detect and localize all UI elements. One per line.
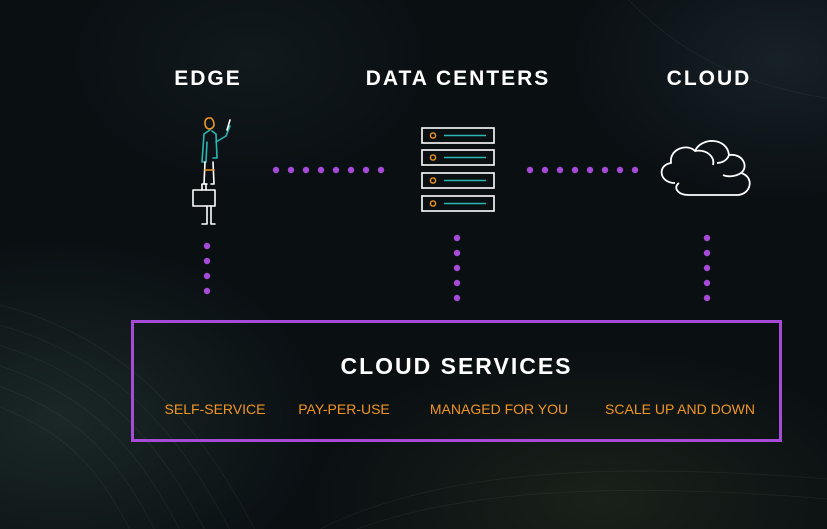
heading-data-centers: DATA CENTERS	[365, 67, 551, 90]
heading-cloud: CLOUD	[666, 67, 752, 90]
feature-pay-per-use: PAY-PER-USE	[298, 401, 390, 417]
cloud-services-title: CLOUD SERVICES	[340, 353, 573, 379]
server-rack-icon	[421, 127, 495, 212]
connector-datacenter-cloud	[526, 166, 639, 174]
feature-self-service: SELF-SERVICE	[164, 401, 266, 417]
connector-edge-services	[203, 242, 211, 295]
cloud-services-box: CLOUD SERVICES SELF-SERVICE PAY-PER-USE …	[131, 320, 782, 442]
connector-cloud-services	[703, 234, 711, 302]
connector-datacenter-services	[453, 234, 461, 302]
heading-edge: EDGE	[174, 67, 242, 90]
feature-managed-for-you: MANAGED FOR YOU	[429, 401, 569, 417]
person-with-phone-icon	[192, 117, 231, 225]
connector-edge-datacenter	[272, 166, 385, 174]
cloud-icon	[660, 140, 751, 196]
feature-scale-up-and-down: SCALE UP AND DOWN	[605, 401, 755, 417]
